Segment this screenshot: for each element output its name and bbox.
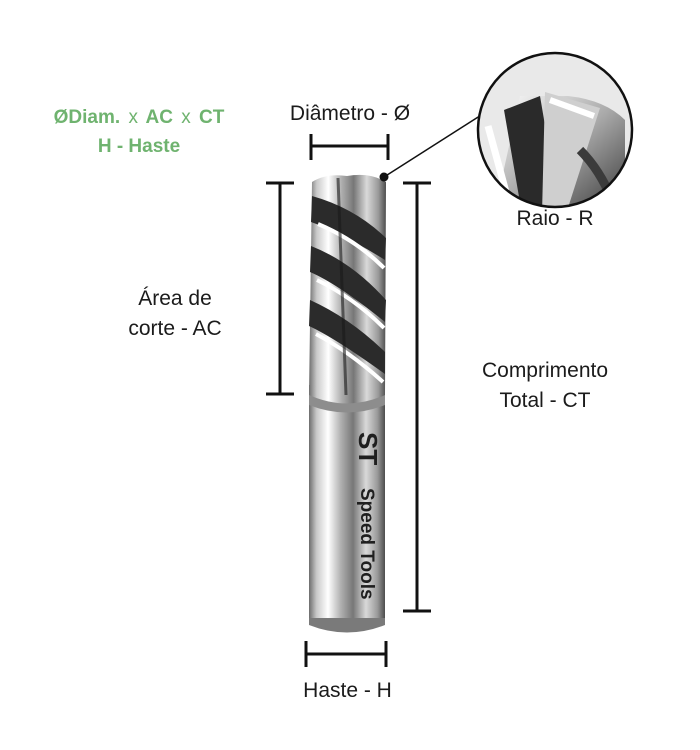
dimension-formula: ØDiam. x AC x CT H - Haste bbox=[28, 103, 250, 161]
shank-label: Haste - H bbox=[303, 679, 392, 702]
cutting-area-label-line-1: Área de bbox=[138, 287, 212, 310]
shank-brand-text: Speed Tools bbox=[356, 488, 377, 600]
shank: Speed Tools ST bbox=[309, 385, 385, 633]
shank-dimension bbox=[304, 641, 388, 667]
flute-section bbox=[309, 174, 386, 413]
formula-separator: x bbox=[128, 107, 138, 128]
formula-cutting-area: AC bbox=[145, 107, 173, 128]
formula-total-length: CT bbox=[199, 107, 225, 128]
total-length-label-line-2: Total - CT bbox=[499, 389, 591, 412]
diameter-dimension bbox=[309, 134, 390, 160]
formula-line-2: H - Haste bbox=[97, 136, 181, 157]
total-length-dimension bbox=[403, 181, 431, 613]
shank-logo: ST bbox=[353, 432, 383, 465]
radius-leader bbox=[379, 111, 487, 182]
radius-zoom-inset bbox=[476, 51, 634, 209]
cutting-area-label-line-2: corte - AC bbox=[128, 317, 222, 340]
diameter-label: Diâmetro - Ø bbox=[289, 102, 411, 125]
cutting-area-dimension bbox=[266, 181, 294, 396]
total-length-label-line-1: Comprimento bbox=[481, 359, 609, 382]
formula-line-1: ØDiam. x AC x CT bbox=[28, 103, 250, 132]
formula-diameter: ØDiam. bbox=[53, 107, 121, 128]
formula-separator: x bbox=[181, 107, 191, 128]
cutting-area-label: Área de corte - AC bbox=[95, 284, 255, 344]
radius-label: Raio - R bbox=[516, 207, 594, 230]
total-length-label: Comprimento Total - CT bbox=[450, 356, 640, 416]
